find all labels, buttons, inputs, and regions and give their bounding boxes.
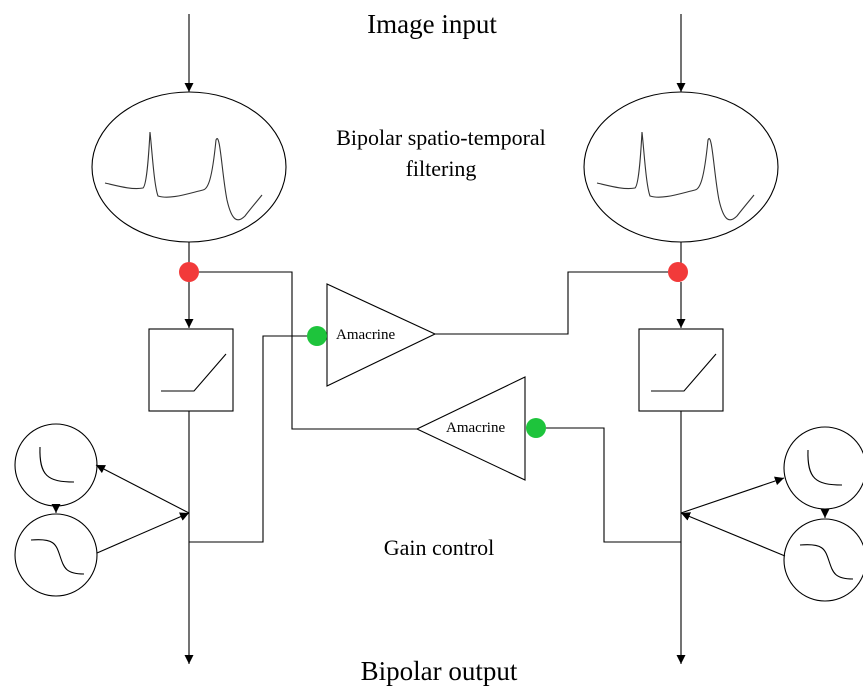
right-gain-upper-circle [783,426,863,510]
left-gain-upper-circle [14,423,98,507]
right-gain-lower-circle [783,518,863,602]
left-rectifier-curve [161,353,227,392]
right-filter-response-curve [596,131,755,221]
bottom-amacrine-label: Amacrine [446,420,505,436]
image-input-title: Image input [367,9,497,39]
bipolar-filtering-label-line1: Bipolar spatio-temporal [336,125,546,150]
right-rectifier-box [638,328,724,412]
left-gain-lower-circle [14,513,98,597]
bottom-amacrine-triangle [415,376,526,481]
top-amacrine-to-right-wire [435,271,668,335]
left-rectifier-box [148,328,234,412]
right-channel [546,14,863,664]
left-filter-response-curve [104,131,263,221]
left-channel [14,14,307,664]
bipolar-filtering-label-line2: filtering [406,156,477,181]
top-amacrine-triangle [326,283,437,387]
top-amacrine-label: Amacrine [336,327,395,343]
left-to-bottom-amacrine-wire [199,271,417,430]
right-junction-node [668,262,688,282]
right-bipolar-filter [583,91,779,243]
bipolar-output-title: Bipolar output [361,656,518,686]
top-amacrine-input-node [307,326,327,346]
left-junction-node [179,262,199,282]
bottom-amacrine-input-node [526,418,546,438]
gain-control-label: Gain control [384,535,495,560]
right-rectifier-curve [651,353,717,392]
left-bipolar-filter [91,91,287,243]
